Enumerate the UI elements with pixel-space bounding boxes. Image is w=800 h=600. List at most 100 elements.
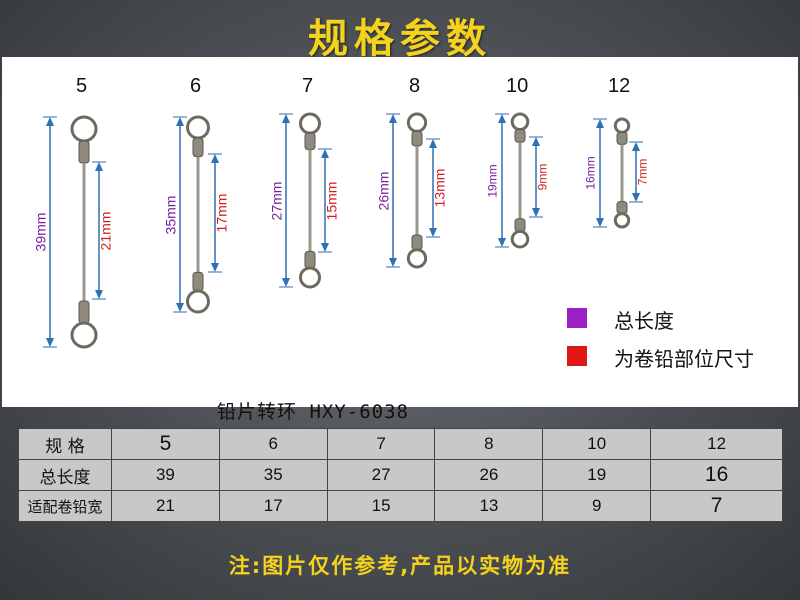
- table-cell: 10: [542, 428, 652, 460]
- row-header: 适配卷铅宽: [18, 490, 112, 522]
- top-eye-ring: [186, 115, 210, 140]
- lead-length-arrow-top-arrow: [429, 139, 437, 148]
- bottom-barrel: [78, 300, 90, 324]
- table-row: 总长度 39 35 27 26 19 16: [18, 459, 783, 491]
- table-cell: 17: [218, 490, 328, 522]
- lead-length-label: 15mm: [322, 181, 339, 220]
- size-label: 6: [190, 75, 202, 97]
- total-length-arrow-top-arrow: [596, 119, 604, 128]
- lead-length-arrow-bottom-arrow: [321, 243, 329, 252]
- total-length-arrow-top-arrow: [389, 114, 397, 123]
- total-length-label: 39mm: [31, 212, 48, 252]
- lead-length-arrow-top-arrow: [632, 142, 640, 151]
- table-cell: 13: [434, 490, 544, 522]
- table-cell: 12: [650, 428, 783, 460]
- top-barrel: [192, 137, 204, 158]
- lead-length-arrow-top-arrow: [321, 149, 329, 158]
- table-cell: 5: [111, 428, 220, 460]
- product-label: 铅片转环 HXY-6038: [217, 401, 409, 423]
- legend-total-label: 总长度: [614, 309, 674, 333]
- lead-length-label: 9mm: [534, 163, 549, 191]
- table-cell: 7: [326, 428, 436, 460]
- spec-diagram-panel: 5 39mm 21mm 6 35mm 17mm 7 27mm 15mm 8 26mm 13mm 10 19…: [2, 57, 798, 423]
- top-eye-ring: [298, 112, 322, 135]
- total-length-arrow-bottom-arrow: [389, 258, 397, 267]
- top-barrel: [78, 140, 90, 164]
- bottom-barrel: [514, 218, 526, 232]
- top-barrel: [514, 129, 526, 143]
- table-row: 规 格 5 6 7 8 10 12: [18, 428, 783, 460]
- table-cell: 26: [434, 459, 544, 491]
- lead-length-arrow-bottom-arrow: [632, 193, 640, 202]
- lead-length-arrow-bottom-arrow: [429, 228, 437, 237]
- bottom-barrel: [411, 234, 423, 251]
- total-length-arrow-bottom-arrow: [46, 338, 54, 347]
- lead-length-arrow-bottom-arrow: [211, 263, 219, 272]
- bottom-barrel: [192, 271, 204, 292]
- table-cell: 8: [434, 428, 544, 460]
- legend-lead-label: 为卷铅部位尺寸: [614, 347, 754, 371]
- table-cell: 16: [650, 459, 783, 491]
- total-length-arrow-top-arrow: [176, 117, 184, 126]
- size-label: 10: [506, 75, 529, 97]
- lead-length-arrow-bottom-arrow: [532, 208, 540, 217]
- bottom-eye-ring: [186, 289, 210, 314]
- table-cell: 39: [111, 459, 220, 491]
- bottom-barrel: [304, 250, 316, 269]
- lead-length-arrow-top-arrow: [95, 162, 103, 171]
- legend-total-swatch: [567, 308, 587, 328]
- top-barrel: [304, 132, 316, 151]
- row-header: 总长度: [18, 459, 112, 491]
- top-eye-ring: [406, 112, 428, 133]
- top-eye-ring: [613, 117, 631, 134]
- table-cell: 19: [542, 459, 652, 491]
- lead-length-arrow-top-arrow: [211, 154, 219, 163]
- total-length-arrow-bottom-arrow: [498, 238, 506, 247]
- bottom-barrel: [616, 201, 628, 215]
- table-cell: 35: [218, 459, 328, 491]
- lead-length-label: 13mm: [430, 168, 447, 208]
- size-label: 5: [76, 75, 88, 97]
- page-title: 规格参数: [308, 16, 492, 62]
- total-length-arrow-top-arrow: [46, 117, 54, 126]
- table-cell: 6: [218, 428, 328, 460]
- lead-length-label: 21mm: [96, 211, 113, 250]
- lead-length-arrow-top-arrow: [532, 137, 540, 146]
- lead-length-label: 7mm: [634, 158, 649, 186]
- size-label: 7: [302, 75, 314, 97]
- table-cell: 21: [111, 490, 220, 522]
- legend-lead-swatch: [567, 346, 587, 366]
- top-barrel: [616, 131, 628, 145]
- total-length-label: 26mm: [374, 171, 391, 210]
- top-barrel: [411, 130, 423, 147]
- total-length-arrow-bottom-arrow: [282, 278, 290, 287]
- top-eye-ring: [70, 115, 98, 143]
- total-length-label: 16mm: [583, 156, 598, 190]
- table-cell: 27: [326, 459, 436, 491]
- total-length-arrow-top-arrow: [282, 114, 290, 123]
- bottom-eye-ring: [510, 229, 530, 249]
- top-eye-ring: [510, 112, 530, 132]
- table-cell: 15: [326, 490, 436, 522]
- total-length-label: 35mm: [161, 195, 178, 234]
- table-cell: 7: [650, 490, 783, 522]
- total-length-arrow-bottom-arrow: [596, 218, 604, 227]
- total-length-label: 19mm: [485, 163, 500, 198]
- size-label: 8: [409, 75, 421, 97]
- total-length-arrow-top-arrow: [498, 114, 506, 123]
- total-length-arrow-bottom-arrow: [176, 303, 184, 312]
- bottom-eye-ring: [298, 266, 322, 289]
- swivel-svg: [43, 112, 643, 349]
- lead-length-arrow-bottom-arrow: [95, 290, 103, 299]
- table-cell: 9: [542, 490, 652, 522]
- row-header: 规 格: [18, 428, 112, 460]
- size-label: 12: [608, 75, 631, 97]
- lead-length-label: 17mm: [212, 193, 229, 233]
- total-length-label: 27mm: [267, 181, 284, 220]
- table-row: 适配卷铅宽 21 17 15 13 9 7: [18, 490, 783, 522]
- footnote: 注:图片仅作参考,产品以实物为准: [228, 554, 572, 578]
- bottom-eye-ring: [70, 321, 98, 349]
- bottom-eye-ring: [613, 212, 631, 229]
- bottom-eye-ring: [406, 248, 428, 269]
- spec-table: 规 格 5 6 7 8 10 12 总长度 39 35 27 26 19 16 …: [18, 428, 783, 522]
